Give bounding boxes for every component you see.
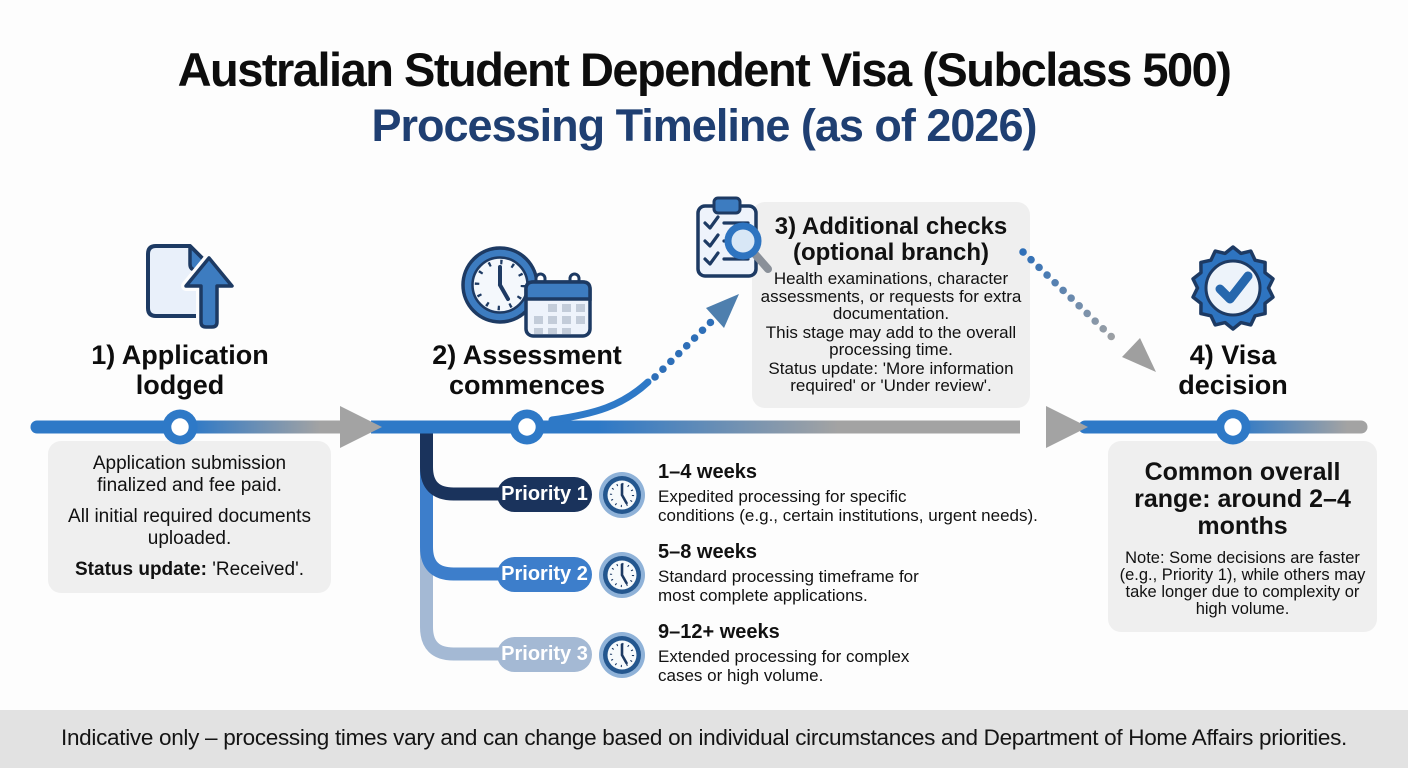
- priority2-duration: 5–8 weeks: [658, 541, 757, 563]
- stage3-infobox: 3) Additional checks (optional branch) H…: [752, 202, 1030, 408]
- timeline-node-3: [1215, 409, 1251, 445]
- priority3-duration: 9–12+ weeks: [658, 621, 780, 643]
- priority2-desc-line2: most complete applications.: [658, 586, 868, 605]
- stage4-label: 4) Visa decision: [1178, 340, 1288, 400]
- stage4-range-title: Common overall range: around 2–4 months: [1134, 458, 1351, 540]
- branch-line-priority3: [420, 430, 505, 661]
- stage1-status-label: Status update:: [75, 559, 207, 580]
- priority1-duration: 1–4 weeks: [658, 461, 757, 483]
- priority2-details: 5–8 weeks Standard processing timeframe …: [658, 541, 1098, 605]
- priority3-details: 9–12+ weeks Extended processing for comp…: [658, 621, 1098, 685]
- stage3-title-line2: (optional branch): [793, 239, 989, 266]
- timeline-arrow-2: [1046, 406, 1088, 448]
- timeline-node-1: [162, 409, 198, 445]
- disclaimer-bar: Indicative only – processing times vary …: [0, 710, 1408, 768]
- clock-icon: [598, 631, 646, 684]
- stage3-body1: Health examinations, character assessmen…: [760, 269, 1022, 323]
- stage3-body2: This stage may add to the overall proces…: [765, 322, 1017, 359]
- stage1-status: Status update: 'Received'.: [56, 559, 323, 581]
- priority2-description: Standard processing timeframe for most c…: [658, 567, 1098, 605]
- priority3-pill: Priority 3: [497, 637, 592, 672]
- priority1-details: 1–4 weeks Expedited processing for speci…: [658, 461, 1098, 525]
- stage1-status-value: 'Received'.: [206, 559, 304, 580]
- priority1-desc-line2: conditions (e.g., certain institutions, …: [658, 506, 1038, 525]
- disclaimer-text: Indicative only – processing times vary …: [61, 725, 1347, 750]
- timeline-arrow-1: [340, 406, 382, 448]
- priority2-pill: Priority 2: [497, 557, 592, 592]
- main-title: Australian Student Dependent Visa (Subcl…: [177, 43, 1232, 96]
- stage1-note1: Application submission finalized and fee…: [92, 453, 287, 496]
- branch-line-priority2: [420, 430, 505, 581]
- branch-line-priority1: [420, 430, 505, 501]
- optional-branch-dots-down: [1019, 248, 1122, 347]
- priority1-pill: Priority 1: [497, 477, 592, 512]
- optional-branch-dots-up: [651, 313, 720, 381]
- optional-branch-arrowhead-up: [706, 294, 739, 328]
- stage1-note2: All initial required documents uploaded.: [68, 506, 311, 549]
- stage3-title-line1: 3) Additional checks: [774, 213, 1008, 240]
- stage1-label: 1) Application lodged: [91, 340, 269, 400]
- clock-icon: [598, 551, 646, 604]
- approval-badge-icon: [1189, 244, 1277, 337]
- priority3-desc-line2: cases or high volume.: [658, 666, 824, 685]
- priority1-description: Expedited processing for specific condit…: [658, 487, 1098, 525]
- clock-icon: [598, 471, 646, 524]
- priority3-desc-line1: Extended processing for complex: [658, 647, 910, 666]
- stage3-body3: Status update: 'More information require…: [768, 358, 1014, 395]
- sub-title: Processing Timeline (as of 2026): [371, 100, 1038, 151]
- document-upload-icon: [130, 236, 238, 343]
- clock-calendar-icon: [458, 240, 596, 347]
- priority3-description: Extended processing for complex cases or…: [658, 647, 1098, 685]
- stage4-infobox: Common overall range: around 2–4 months …: [1108, 441, 1377, 632]
- stage4-note: Note: Some decisions are faster (e.g., P…: [1119, 549, 1366, 618]
- checklist-magnifier-icon: [688, 194, 780, 289]
- priority1-desc-line1: Expedited processing for specific: [658, 487, 907, 506]
- stage3-title: 3) Additional checks (optional branch): [760, 214, 1022, 266]
- stage2-label: 2) Assessment commences: [432, 340, 622, 400]
- priority2-desc-line1: Standard processing timeframe for: [658, 567, 919, 586]
- stage1-infobox: Application submission finalized and fee…: [48, 441, 331, 593]
- timeline-node-2: [509, 409, 545, 445]
